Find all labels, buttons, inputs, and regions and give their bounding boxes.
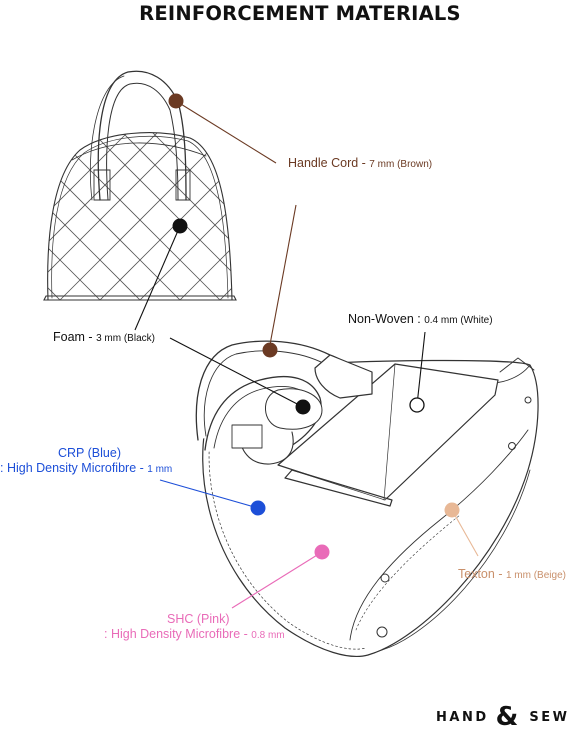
quilting-pattern — [47, 132, 232, 300]
leader-lines — [134, 100, 479, 609]
quilted-bag-sketch — [43, 70, 237, 301]
texton-name: Texton — [458, 567, 495, 581]
non-woven-name: Non-Woven — [348, 312, 414, 326]
foam-dot-large — [295, 399, 311, 415]
handle-cord-spec: 7 mm (Brown) — [369, 159, 433, 170]
brand-logo: HAND & SEW — [436, 702, 570, 732]
non-woven-spec: 0.4 mm (White) — [424, 315, 493, 326]
leader-non-woven — [416, 331, 426, 406]
label-shc-name: SHC (Pink) — [167, 612, 230, 626]
ampersand-glyph: & — [495, 702, 519, 732]
label-handle-cord: Handle Cord - 7 mm (Brown) — [288, 156, 433, 170]
exploded-bag-sketch — [195, 340, 539, 658]
label-shc-desc: : High Density Microfibre - 0.8 mm — [104, 627, 285, 641]
crp-spec: 1 mm — [147, 464, 173, 475]
label-crp-desc: : High Density Microfibre - 1 mm — [0, 461, 173, 475]
crp-dot — [250, 500, 266, 516]
leader-handle-cord-small — [175, 100, 277, 164]
foam-spec: 3 mm (Black) — [96, 333, 155, 344]
marker-dots — [168, 93, 460, 560]
label-foam: Foam - 3 mm (Black) — [53, 330, 155, 344]
handle-cord-name: Handle Cord — [288, 156, 359, 170]
leader-texton — [451, 509, 479, 557]
leader-shc — [231, 551, 323, 609]
leader-handle-cord-large — [268, 204, 297, 351]
shc-dot — [314, 544, 330, 560]
foam-name: Foam — [53, 330, 85, 344]
leader-foam-small — [134, 225, 181, 331]
leader-crp — [159, 479, 259, 509]
label-non-woven: Non-Woven : 0.4 mm (White) — [348, 312, 493, 326]
shc-spec: 0.8 mm — [251, 630, 285, 641]
foam-dot-small — [172, 218, 188, 234]
texton-dot — [444, 502, 460, 518]
non-woven-dot — [409, 397, 425, 413]
page-title: REINFORCEMENT MATERIALS — [139, 2, 461, 25]
handle-cord-dot-small — [168, 93, 184, 109]
label-texton: Texton - 1 mm (Beige) — [458, 567, 566, 581]
handle-cord-dot-large — [262, 342, 278, 358]
texton-spec: 1 mm (Beige) — [505, 570, 566, 581]
label-crp-name: CRP (Blue) — [58, 446, 121, 460]
leader-foam-large — [169, 337, 304, 408]
